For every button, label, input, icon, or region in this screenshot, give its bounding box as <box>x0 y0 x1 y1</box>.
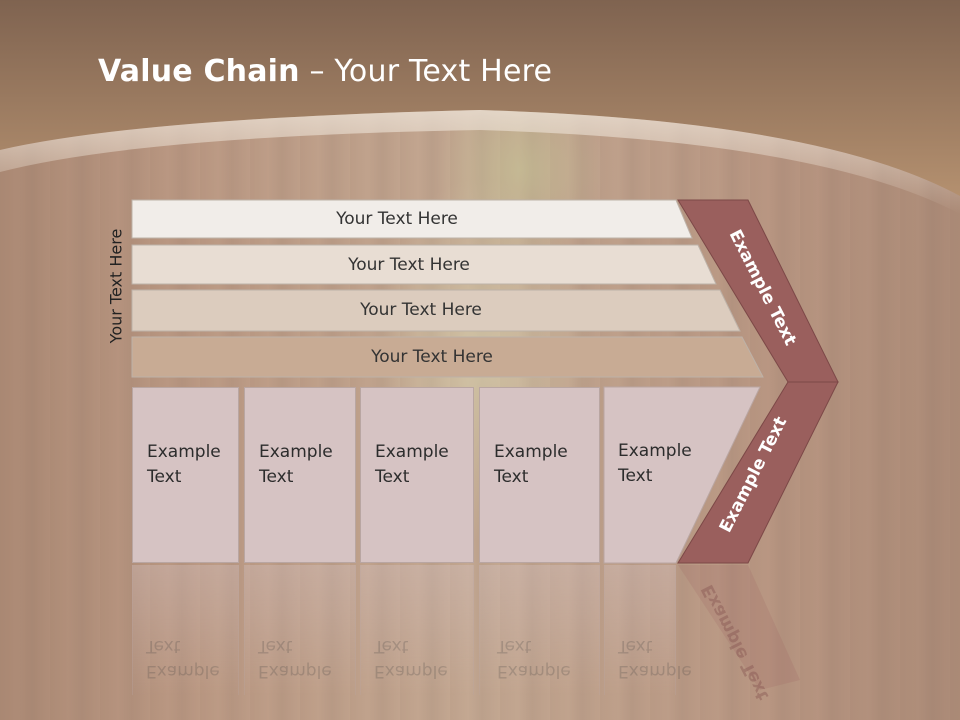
slide-title-bold: Value Chain <box>98 54 300 89</box>
support-bar-1-shape <box>131 199 693 239</box>
activity-3-line1: Example <box>375 442 449 462</box>
support-bar-4: Your Text Here <box>132 338 762 376</box>
slide-title: Value Chain – Your Text Here <box>98 54 552 89</box>
support-bar-4-label: Your Text Here <box>371 347 493 367</box>
activity-5-line2: Text <box>618 466 653 486</box>
activity-2-line2: Text <box>259 467 294 487</box>
chevron-reflection <box>678 565 800 690</box>
activity-reflection-5 <box>604 565 676 695</box>
support-bar-2-shape <box>131 244 717 285</box>
support-bar-2: Your Text Here <box>132 246 716 284</box>
activity-5-line1: Example <box>618 441 692 461</box>
activity-3-line2: Text <box>375 467 410 487</box>
support-bar-3: Your Text Here <box>132 291 740 329</box>
support-bar-1-label: Your Text Here <box>336 209 458 229</box>
chevron-lower <box>677 381 839 564</box>
support-bar-3-shape <box>131 289 741 332</box>
activity-1-line1: Example <box>147 442 221 462</box>
activity-1-line2: Text <box>147 467 182 487</box>
activity-reflection-2 <box>244 565 356 695</box>
activity-reflection-3 <box>360 565 474 695</box>
support-bar-1: Your Text Here <box>132 200 692 238</box>
activity-4-line2: Text <box>494 467 529 487</box>
support-bar-2-label: Your Text Here <box>348 255 470 275</box>
activity-reflection-4 <box>479 565 600 695</box>
activity-4-line1: Example <box>494 442 568 462</box>
activity-reflection-1 <box>132 565 239 695</box>
activity-5-shape <box>603 386 761 564</box>
activity-2-line1: Example <box>259 442 333 462</box>
support-bar-3-label: Your Text Here <box>360 300 482 320</box>
slide-title-rest: – Your Text Here <box>299 54 553 89</box>
support-bar-4-shape <box>131 336 764 378</box>
